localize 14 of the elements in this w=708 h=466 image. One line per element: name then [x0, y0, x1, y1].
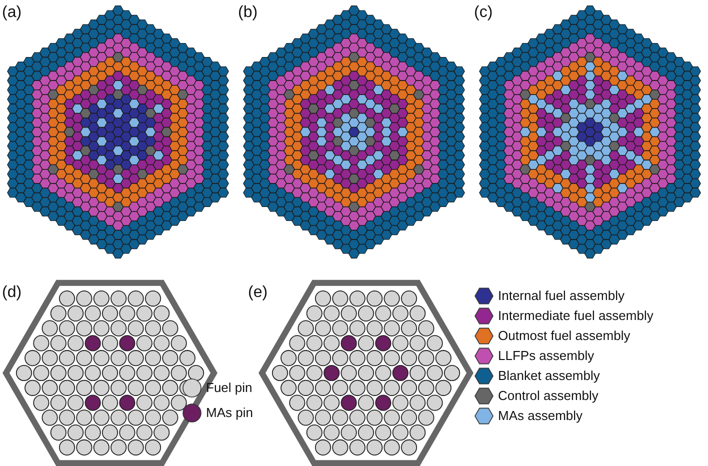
legend-label: Blanket assembly [498, 368, 600, 383]
legend-label: Internal fuel assembly [498, 288, 624, 303]
legend-label: Intermediate fuel assembly [498, 308, 654, 323]
panel-label: (e) [248, 284, 268, 302]
panel-label: (a) [2, 4, 22, 22]
panel-label: (d) [2, 284, 22, 302]
legend-label: Outmost fuel assembly [498, 328, 630, 343]
legend-label: Fuel pin [206, 380, 252, 395]
panel-label: (c) [474, 4, 493, 22]
legend-label: MAs assembly [498, 408, 583, 423]
panel-label: (b) [238, 4, 258, 22]
legend-label: LLFPs assembly [498, 348, 594, 363]
legend-label: MAs pin [206, 405, 253, 420]
legend-label: Control assembly [498, 388, 598, 403]
